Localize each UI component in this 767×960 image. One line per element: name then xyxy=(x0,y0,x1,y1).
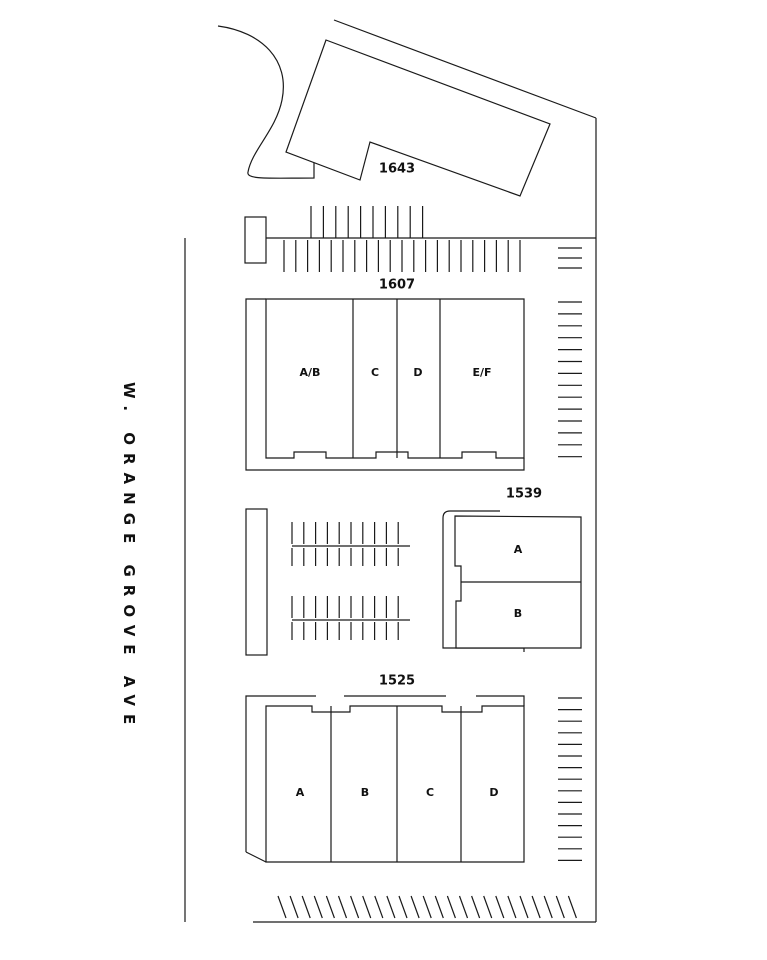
parking-stall-line xyxy=(350,895,360,919)
parking-stall-line xyxy=(374,895,384,919)
parking-stall-line xyxy=(458,895,469,919)
small-structure xyxy=(244,216,267,264)
unit-1539-a[interactable]: A xyxy=(514,543,523,556)
parking-stall-line xyxy=(531,895,541,919)
parking-stall-line xyxy=(446,895,456,919)
parking-stall-line xyxy=(362,895,372,919)
building-1643[interactable] xyxy=(285,39,551,197)
parking-stall-line xyxy=(543,895,553,919)
parking-stalls-row xyxy=(283,240,521,272)
parking-stall-line xyxy=(555,895,565,919)
street-label: W. ORANGE GROVE AVE xyxy=(120,382,138,732)
parking-stalls-east-1 xyxy=(558,247,582,458)
building-1607[interactable] xyxy=(265,298,525,459)
parking-stall-line xyxy=(519,895,529,919)
unit-1525-b[interactable]: B xyxy=(361,786,369,799)
unit-1539-b[interactable]: B xyxy=(514,607,522,620)
unit-1607-ef[interactable]: E/F xyxy=(472,366,491,379)
planter-strip xyxy=(245,508,268,656)
unit-1525-a[interactable]: A xyxy=(296,786,305,799)
parking-stall-line xyxy=(495,895,505,919)
unit-1607-ab[interactable]: A/B xyxy=(300,366,321,379)
parking-stalls-top xyxy=(310,206,424,238)
parking-stall-line xyxy=(567,895,577,919)
building-1607-outline xyxy=(245,298,525,471)
parking-stall-line xyxy=(483,895,493,919)
parking-stalls-east-2 xyxy=(558,697,582,862)
parking-stall-line xyxy=(301,895,311,919)
parking-stalls-middle xyxy=(291,522,410,640)
property-line-north xyxy=(333,19,597,119)
curved-drive xyxy=(217,25,315,179)
parking-stall-line xyxy=(471,895,481,919)
parking-stall-line xyxy=(313,895,323,919)
parking-stall-line xyxy=(277,895,287,919)
parking-stall-line xyxy=(289,895,299,919)
building-1525-outline xyxy=(245,695,525,852)
address-1607: 1607 xyxy=(379,278,415,293)
parking-stall-line xyxy=(337,895,348,919)
building-1525[interactable] xyxy=(265,705,525,863)
unit-1525-d[interactable]: D xyxy=(489,786,498,799)
parking-stall-line xyxy=(325,895,335,919)
parking-stall-line xyxy=(507,895,517,919)
unit-1607-c[interactable]: C xyxy=(371,366,379,379)
building-1539-outline xyxy=(442,510,525,652)
parking-stall-line xyxy=(386,895,396,919)
unit-1607-d[interactable]: D xyxy=(413,366,422,379)
address-1539: 1539 xyxy=(506,487,542,502)
address-1525: 1525 xyxy=(379,674,415,689)
parking-stalls-south xyxy=(277,895,577,919)
parking-stall-line xyxy=(422,895,432,919)
parking-stall-line xyxy=(410,895,420,919)
parking-stall-line xyxy=(398,895,408,919)
outline-corner xyxy=(245,851,267,863)
unit-1525-c[interactable]: C xyxy=(426,786,434,799)
parking-stall-line xyxy=(434,895,444,919)
address-1643: 1643 xyxy=(379,162,415,177)
